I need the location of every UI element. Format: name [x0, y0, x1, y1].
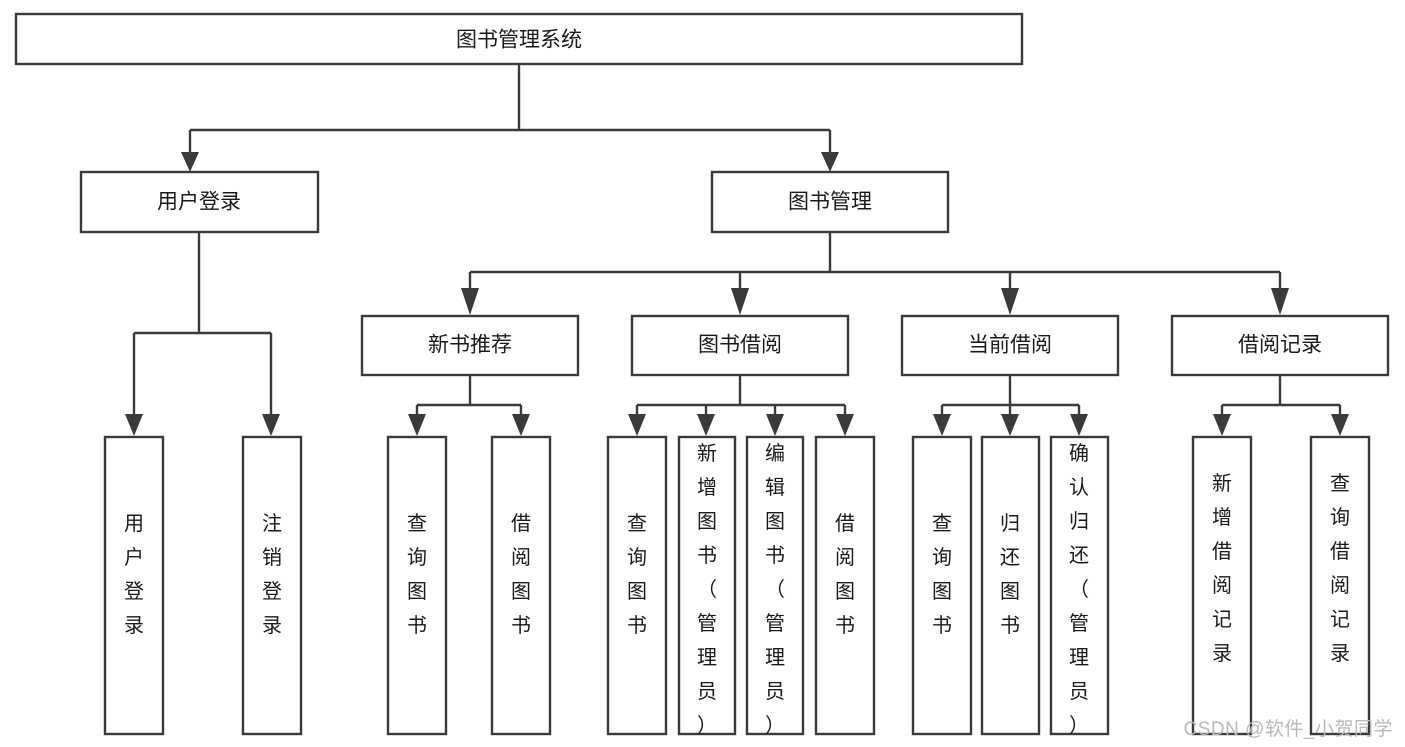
- arrow-to-leaf-logout: [262, 414, 280, 436]
- node-user-login-box[interactable]: [79, 170, 320, 234]
- leaf-box-borrow-book-nbr[interactable]: [490, 435, 552, 736]
- node-borrow-record-label: 借阅记录: [1238, 334, 1322, 357]
- node-current-borrow[interactable]: 当前借阅: [900, 314, 1120, 377]
- leaf-box-query-book-bb[interactable]: [606, 435, 668, 736]
- node-user-login-label: 用户登录: [157, 191, 241, 214]
- leaf-box-add-record[interactable]: [1191, 435, 1253, 736]
- node-root-box[interactable]: [14, 12, 1024, 66]
- connectors-group: [125, 64, 1349, 436]
- arrow-to-leaf-query-record: [1331, 414, 1349, 436]
- node-book-manage[interactable]: 图书管理: [710, 170, 950, 234]
- leaf-box-query-book-cb[interactable]: [911, 435, 973, 736]
- leaf-node[interactable]: 查询图书: [606, 435, 668, 736]
- leaf-node[interactable]: 注销登录: [241, 435, 303, 736]
- leaf-box-confirm-return[interactable]: [1049, 435, 1110, 736]
- leaf-node[interactable]: 查询图书: [911, 435, 973, 736]
- leaf-label-borrow-book-bb: 借阅图书: [835, 512, 855, 637]
- leaf-node[interactable]: 编辑图书（管理员）: [745, 435, 805, 737]
- arrow-to-current-borrow: [1001, 288, 1019, 315]
- leaf-box-return-book[interactable]: [980, 435, 1041, 736]
- leaf-label-query-book-nbr: 查询图书: [407, 512, 427, 637]
- node-new-book-recommend[interactable]: 新书推荐: [360, 314, 580, 377]
- node-book-borrow-label: 图书借阅: [698, 334, 782, 357]
- arrow-to-user-login: [181, 152, 199, 172]
- leaf-node[interactable]: 新增借阅记录: [1191, 435, 1253, 736]
- node-current-borrow-box[interactable]: [900, 314, 1120, 377]
- leaf-label-borrow-book-nbr: 借阅图书: [511, 512, 531, 637]
- leaf-box-add-book[interactable]: [677, 435, 737, 736]
- arrow-to-leaf-query-book-1: [408, 414, 426, 436]
- arrow-to-leaf-borrow-book-1: [512, 414, 530, 436]
- leaf-node[interactable]: 确认归还（管理员）: [1049, 435, 1110, 737]
- arrow-to-book-borrow: [731, 288, 749, 315]
- leaf-box-borrow-book-bb[interactable]: [814, 435, 876, 736]
- node-root-system[interactable]: 图书管理系统: [14, 12, 1024, 66]
- leaf-label-query-book-bb: 查询图书: [627, 512, 647, 637]
- leaf-box-user-login[interactable]: [103, 435, 165, 736]
- leaf-node[interactable]: 查询图书: [386, 435, 448, 736]
- arrow-to-new-book: [461, 288, 479, 315]
- leaf-box-edit-book[interactable]: [745, 435, 805, 736]
- arrow-to-leaf-confirm-return: [1070, 414, 1088, 436]
- arrow-to-leaf-add-record: [1213, 414, 1231, 436]
- leaf-label-edit-book: 编辑图书（管理员）: [765, 442, 785, 737]
- leaf-node[interactable]: 用户登录: [103, 435, 165, 736]
- leaf-box-query-record[interactable]: [1309, 435, 1371, 736]
- node-book-manage-label: 图书管理: [788, 191, 872, 214]
- arrow-to-leaf-borrow-book-2: [836, 414, 854, 436]
- arrow-to-leaf-edit-book: [766, 414, 784, 436]
- arrow-to-leaf-query-book-3: [933, 414, 951, 436]
- node-root-label: 图书管理系统: [456, 29, 582, 52]
- leaf-node[interactable]: 新增图书（管理员）: [677, 435, 737, 737]
- leaf-label-logout: 注销登录: [262, 512, 282, 637]
- leaf-node[interactable]: 查询借阅记录: [1309, 435, 1371, 736]
- arrow-to-leaf-add-book: [697, 414, 715, 436]
- leaf-label-add-record: 新增借阅记录: [1212, 472, 1232, 665]
- leaf-label-return-book: 归还图书: [1000, 512, 1020, 637]
- node-user-login[interactable]: 用户登录: [79, 170, 320, 234]
- node-borrow-record-box[interactable]: [1170, 314, 1390, 377]
- node-book-manage-box[interactable]: [710, 170, 950, 234]
- node-book-borrow[interactable]: 图书借阅: [630, 314, 850, 377]
- node-book-borrow-box[interactable]: [630, 314, 850, 377]
- leaf-label-user-login: 用户登录: [124, 513, 144, 637]
- leaf-box-query-book-nbr[interactable]: [386, 435, 448, 736]
- arrow-to-borrow-record: [1271, 288, 1289, 315]
- leaf-label-query-book-cb: 查询图书: [932, 512, 952, 637]
- leaf-label-add-book: 新增图书（管理员）: [697, 442, 717, 737]
- node-borrow-record[interactable]: 借阅记录: [1170, 314, 1390, 377]
- leaf-label-confirm-return: 确认归还（管理员）: [1069, 442, 1089, 737]
- arrow-to-leaf-user-login: [125, 414, 143, 436]
- arrow-to-leaf-return-book: [1001, 414, 1019, 436]
- arrow-to-leaf-query-book-2: [628, 414, 646, 436]
- leaf-box-logout[interactable]: [241, 435, 303, 736]
- arrow-to-book-manage: [821, 152, 839, 172]
- leaf-label-query-record: 查询借阅记录: [1330, 472, 1350, 665]
- leaf-node[interactable]: 借阅图书: [814, 435, 876, 736]
- node-new-book-recommend-box[interactable]: [360, 314, 580, 377]
- leaf-node[interactable]: 归还图书: [980, 435, 1041, 736]
- node-new-book-recommend-label: 新书推荐: [428, 334, 512, 357]
- leaf-node[interactable]: 借阅图书: [490, 435, 552, 736]
- node-current-borrow-label: 当前借阅: [968, 334, 1052, 357]
